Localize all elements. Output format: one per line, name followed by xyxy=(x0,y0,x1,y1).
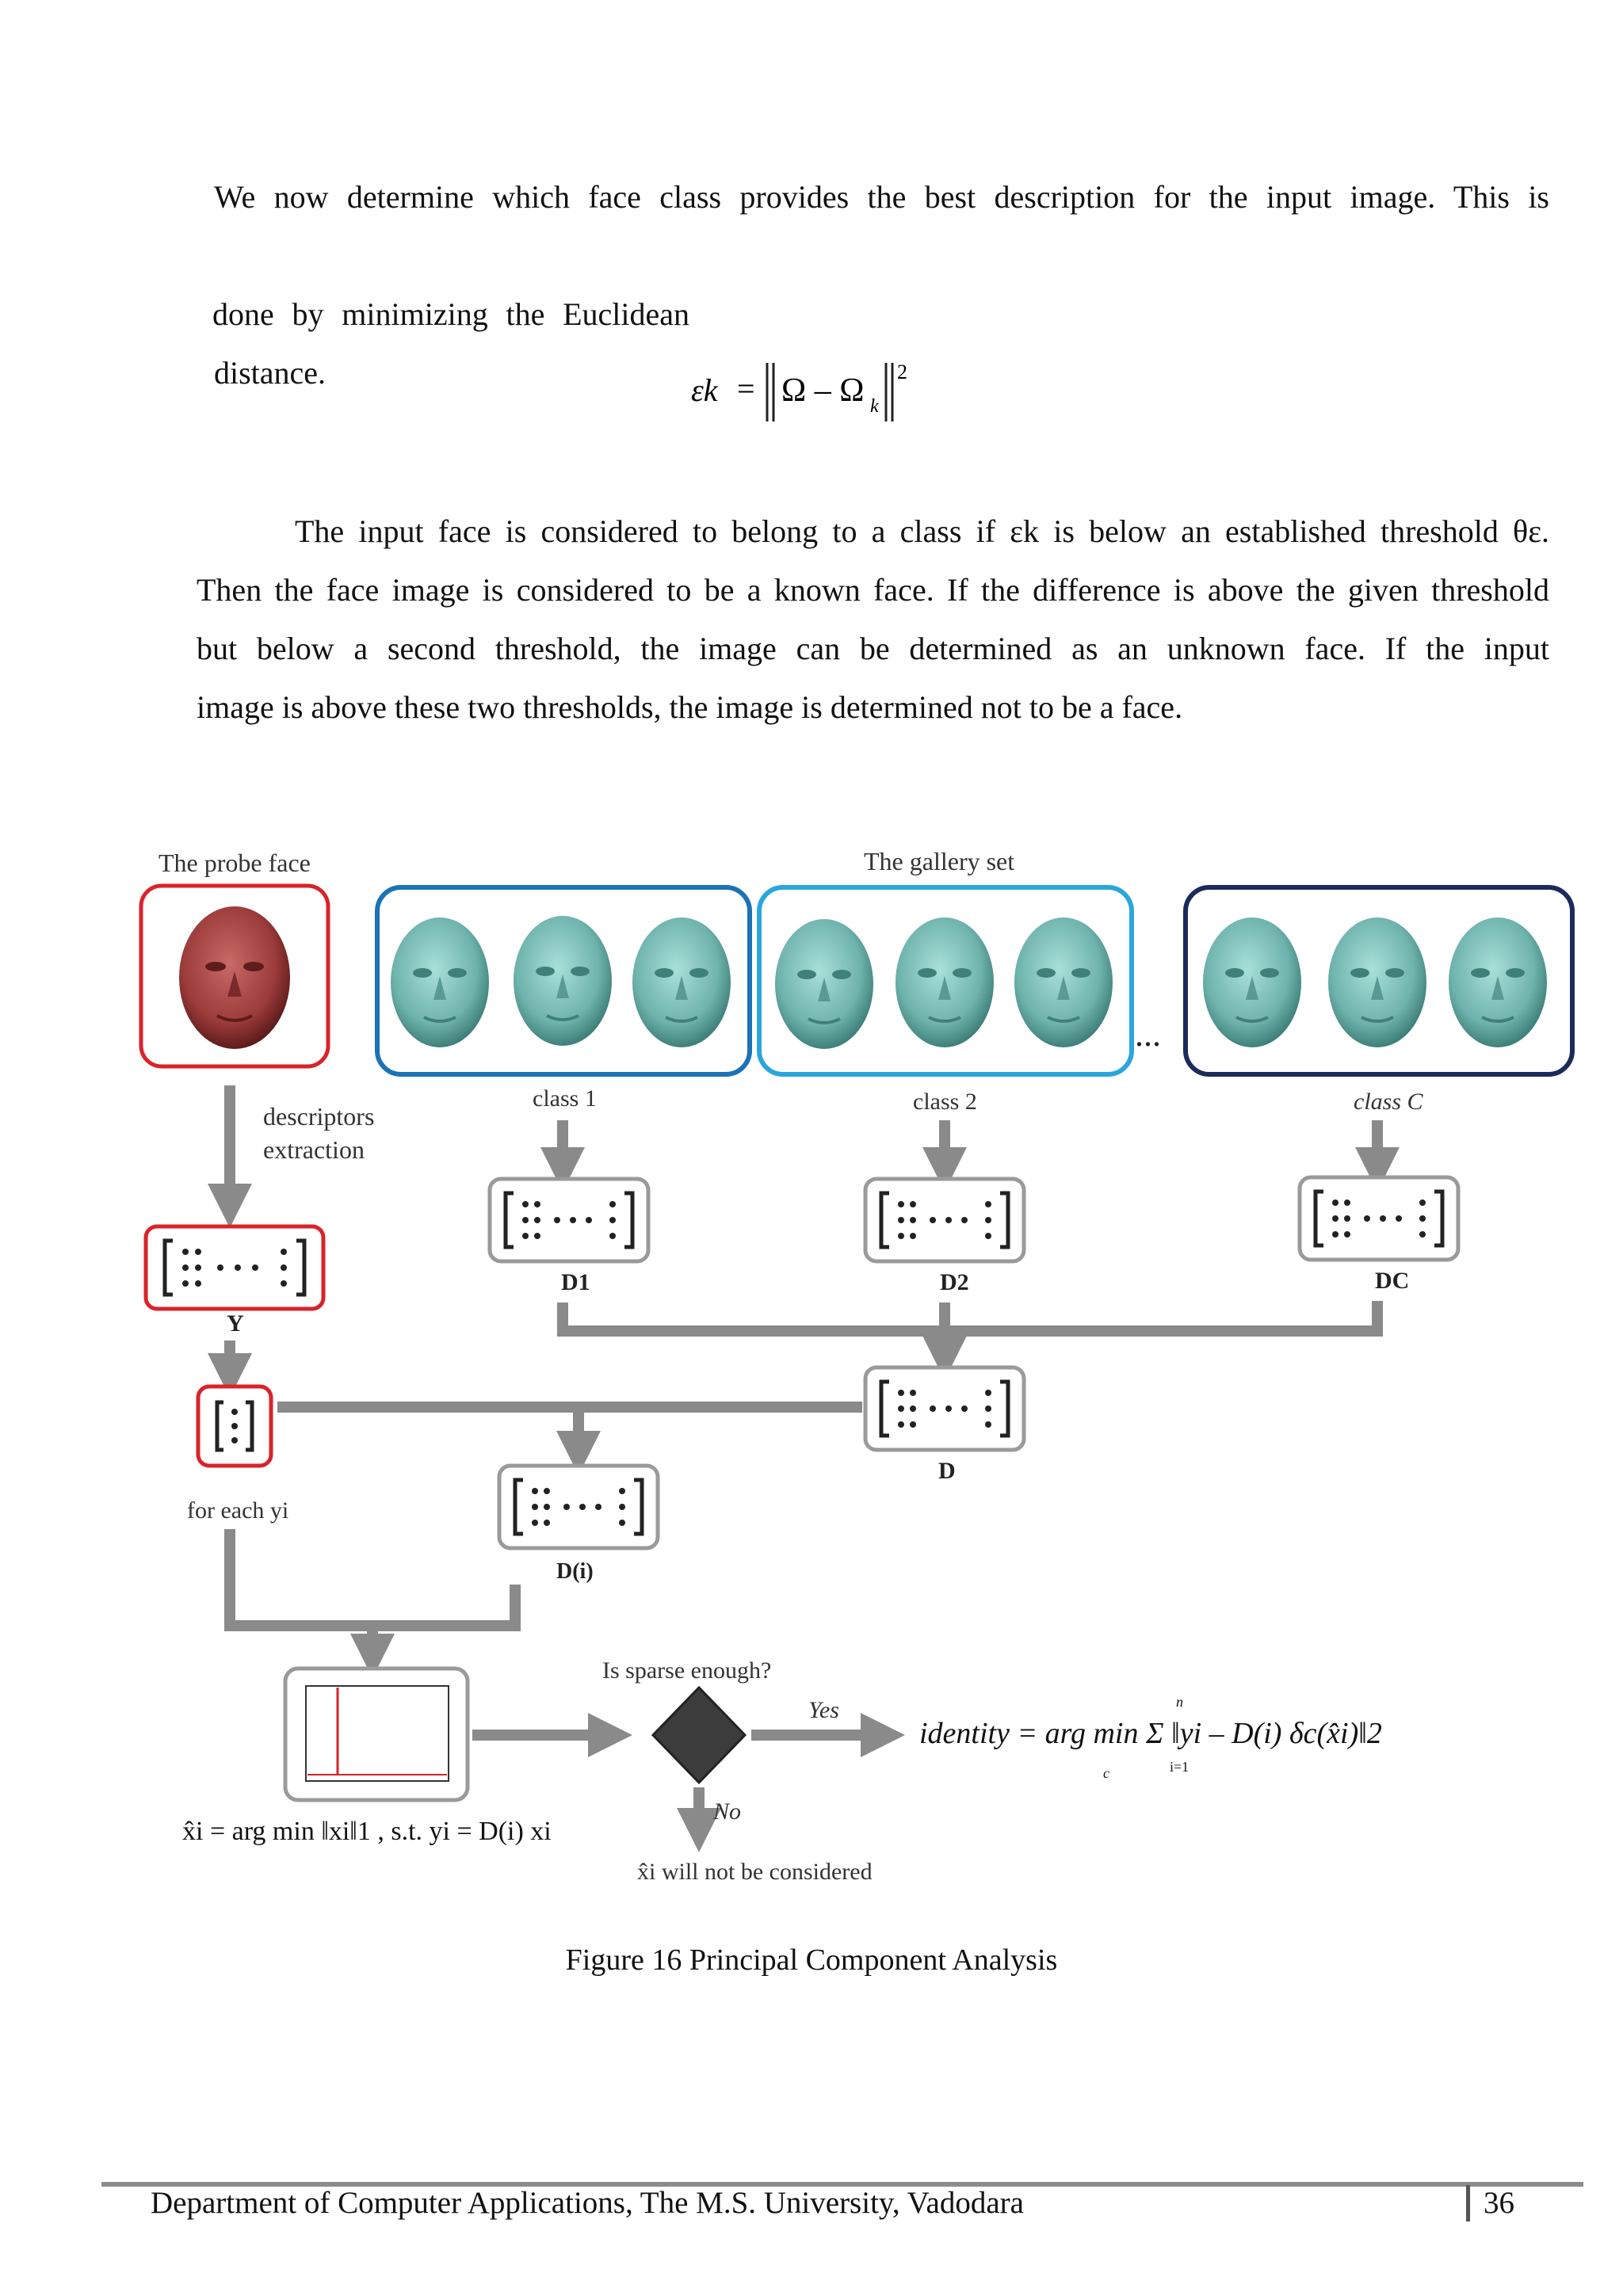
class-c-faces xyxy=(1201,916,1549,1049)
figure-caption: Figure 16 Principal Component Analysis xyxy=(565,1943,1058,1977)
yi-vector xyxy=(196,1384,273,1468)
sum-upper-limit: n xyxy=(1176,1694,1183,1710)
euclidean-distance-equation: εk = Ω – Ω k 2 xyxy=(691,360,907,421)
dc-label: DC xyxy=(1375,1268,1409,1294)
di-label: D(i) xyxy=(556,1559,594,1584)
face-recognition-figure: The probe face The gallery set ... class… xyxy=(139,847,1575,1885)
sum-lower-limit: i=1 xyxy=(1170,1759,1189,1775)
equation-lhs: εk xyxy=(691,372,719,408)
class-1-label: class 1 xyxy=(533,1085,597,1112)
extraction-label: extraction xyxy=(263,1135,365,1164)
gallery-set-title: The gallery set xyxy=(864,847,1014,875)
footer-text: Department of Computer Applications, The… xyxy=(151,2186,1024,2220)
probe-face-image xyxy=(179,906,290,1049)
d2-label: D2 xyxy=(940,1269,969,1295)
paragraph-2-line-2: Then the face image is considered to be … xyxy=(197,572,1549,608)
for-each-yi-label: for each yi xyxy=(187,1497,288,1524)
y-label: Y xyxy=(227,1310,244,1337)
svg-text:=: = xyxy=(737,371,755,406)
paragraph-1: We now determine which face class provid… xyxy=(212,168,1549,391)
is-sparse-label: Is sparse enough? xyxy=(602,1657,771,1684)
equation-rhs: Ω – Ω xyxy=(781,372,864,409)
class-1-faces xyxy=(389,914,732,1049)
probe-matrix xyxy=(143,1224,326,1311)
descriptors-label: descriptors xyxy=(263,1102,374,1131)
sparse-coefficients-plot xyxy=(283,1666,470,1802)
identity-subscript: c xyxy=(1103,1765,1109,1781)
paragraph-1-line-1: We now determine which face class provid… xyxy=(214,179,1549,215)
svg-text:2: 2 xyxy=(897,360,907,383)
svg-text:k: k xyxy=(870,396,879,417)
decision-diamond xyxy=(651,1685,747,1785)
page-number: 36 xyxy=(1484,2186,1514,2220)
page-number-separator xyxy=(1466,2185,1470,2222)
paragraph-2-line-4: image is above these two thresholds, the… xyxy=(197,689,1183,725)
d-label: D xyxy=(938,1458,956,1484)
yes-label: Yes xyxy=(808,1697,839,1723)
class-2-faces xyxy=(773,916,1114,1051)
paragraph-2-line-1: The input face is considered to belong t… xyxy=(295,513,1549,549)
paragraph-2: The input face is considered to belong t… xyxy=(197,502,1549,737)
class-c-label: class C xyxy=(1354,1089,1424,1115)
footer-divider xyxy=(101,2182,1583,2187)
probe-face-title: The probe face xyxy=(158,849,311,877)
identity-equation: identity = arg min Σ ‖yi – D(i) δc(x̂i)‖… xyxy=(919,1717,1382,1750)
d1-label: D1 xyxy=(561,1269,590,1295)
xhat-equation: x̂i = arg min ‖xi‖1 , s.t. yi = D(i) xi xyxy=(182,1817,552,1846)
class-2-label: class 2 xyxy=(913,1089,977,1115)
not-considered-label: x̂i will not be considered xyxy=(637,1859,873,1885)
paragraph-1-line-2: done by minimizing the Euclidean distanc… xyxy=(212,296,689,391)
no-label: No xyxy=(712,1798,741,1825)
gallery-ellipsis: ... xyxy=(1135,1015,1161,1054)
paragraph-2-line-3: but below a second threshold, the image … xyxy=(197,631,1549,666)
